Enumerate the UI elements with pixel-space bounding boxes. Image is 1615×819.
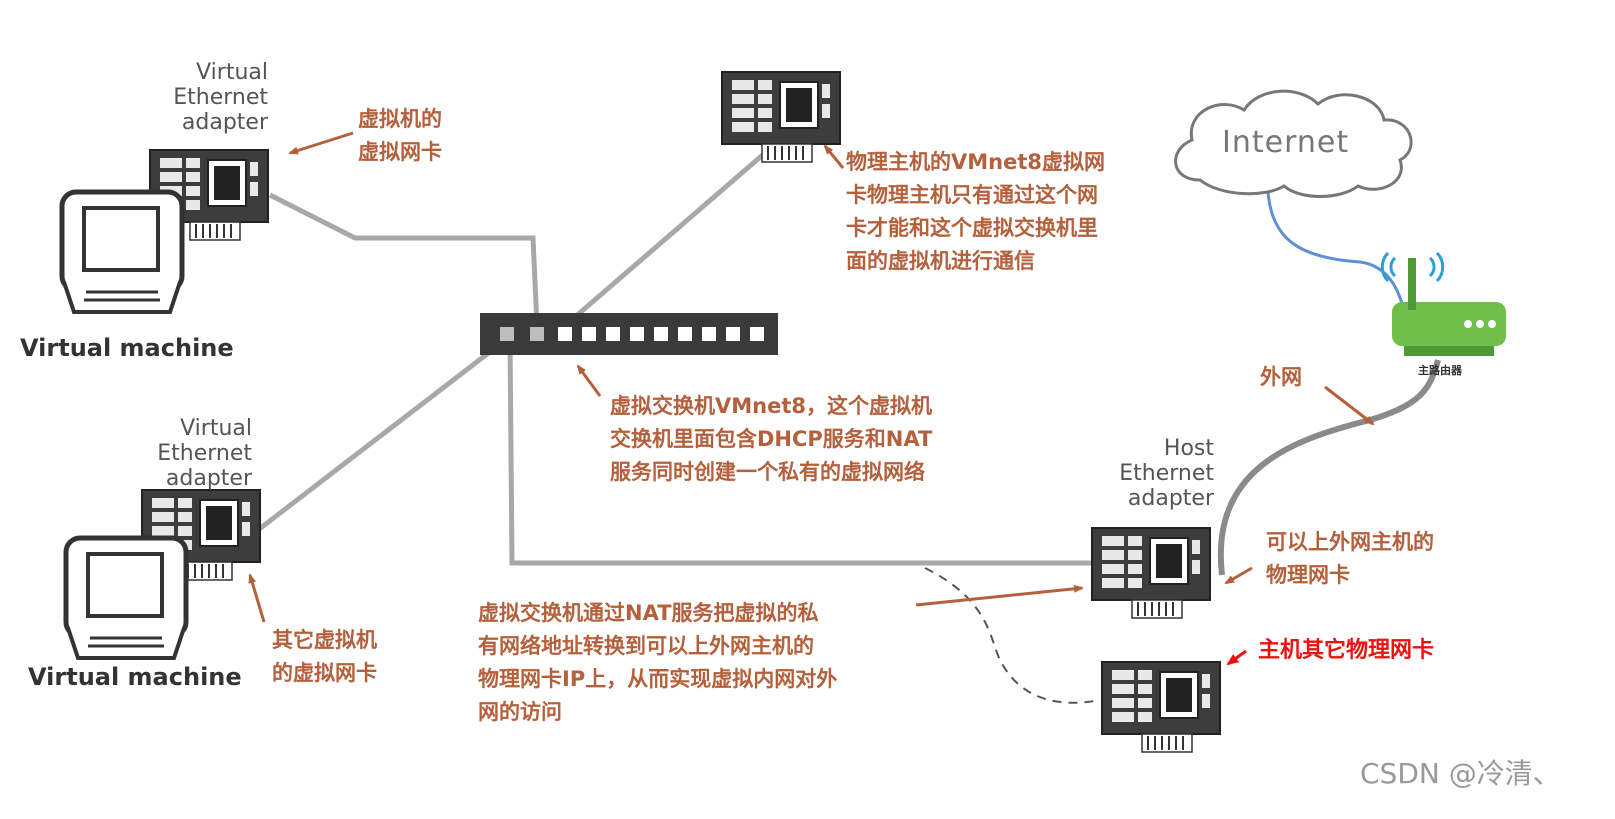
router-icon: [1380, 251, 1506, 356]
nic-host-physical: [1091, 527, 1211, 619]
laptop-vm1: [62, 192, 182, 312]
arrow-host-physical-nic: [1224, 566, 1253, 585]
annotation-nat: 虚拟交换机通过NAT服务把虚拟的私 有网络地址转换到可以上外网主机的 物理网卡I…: [478, 601, 838, 724]
virtual-machine-label-1: Virtual machine: [20, 334, 234, 362]
wire-switch-to-host: [507, 339, 1092, 566]
virtual-adapter-label-2: Virtual Ethernet adapter: [157, 416, 252, 491]
annotation-other-physical-nic: 主机其它物理网卡: [1258, 638, 1435, 663]
nic-host-vmnet8: [721, 71, 841, 163]
annotation-switch: 虚拟交换机VMnet8，这个虚拟机 交换机里面包含DHCP服务和NAT 服务同时…: [610, 394, 933, 484]
wire-host-to-router: [1217, 359, 1441, 576]
wire-host-vmnet8-to-switch: [558, 138, 782, 332]
arrow-other-physical-nic: [1226, 649, 1247, 666]
wire-vm1-to-switch: [268, 192, 540, 327]
annotation-other-vm-nic: 其它虚拟机 的虚拟网卡: [272, 628, 377, 685]
annotation-host-physical-nic: 可以上外网主机的 物理网卡: [1266, 530, 1434, 587]
watermark: CSDN @冷清、: [1360, 757, 1561, 790]
arrow-switch: [576, 364, 602, 397]
annotation-vm-nic: 虚拟机的 虚拟网卡: [358, 107, 442, 164]
internet-label: Internet: [1222, 125, 1350, 160]
nic-host-other: [1101, 661, 1221, 753]
annotation-host-vmnet8: 物理主机的VMnet8虚拟网 卡物理主机只有通过这个网 卡才能和这个虚拟交换机里…: [846, 150, 1105, 273]
virtual-adapter-label-1: Virtual Ethernet adapter: [173, 60, 268, 135]
wire-router-to-internet: [1266, 191, 1410, 331]
arrow-host-vmnet8: [823, 144, 845, 169]
host-adapter-label: Host Ethernet adapter: [1119, 436, 1214, 511]
wire-vm2-to-switch: [256, 336, 510, 532]
laptop-vm2: [66, 538, 186, 658]
virtual-machine-label-2: Virtual machine: [28, 663, 242, 691]
annotation-external-net: 外网: [1260, 365, 1302, 389]
arrow-nat: [915, 584, 1084, 607]
arrow-vm-nic: [288, 131, 354, 155]
internet-cloud-icon: [1174, 89, 1413, 198]
router-label: 主路由器: [1418, 364, 1462, 377]
arrow-other-vm-nic: [248, 573, 266, 623]
virtual-switch: [480, 313, 778, 355]
arrow-external-net: [1324, 385, 1375, 426]
